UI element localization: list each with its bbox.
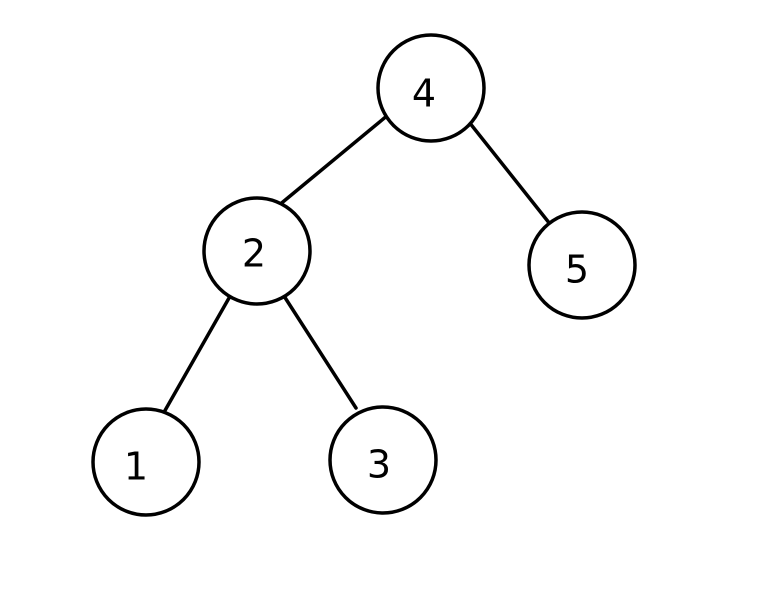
node-label-5: 5	[565, 248, 589, 292]
node-label-4: 4	[412, 72, 436, 116]
node-label-3: 3	[367, 443, 391, 487]
edge-2-3	[282, 294, 358, 410]
node-circle-1	[91, 407, 201, 517]
nodes-layer: 4 2 5 1 3	[91, 33, 637, 517]
node-circle-4	[376, 33, 486, 143]
edge-4-5	[467, 120, 552, 226]
node-label-2: 2	[242, 232, 266, 276]
tree-node-3: 3	[328, 405, 438, 515]
edges-layer	[161, 113, 552, 416]
edge-4-2	[276, 113, 390, 208]
tree-node-1: 1	[91, 407, 201, 517]
tree-node-2: 2	[202, 196, 312, 306]
node-circle-3	[328, 405, 438, 515]
edge-2-1	[161, 289, 235, 416]
node-circle-5	[527, 210, 637, 320]
tree-node-5: 5	[527, 210, 637, 320]
node-circle-2	[202, 196, 312, 306]
node-label-1: 1	[124, 445, 148, 489]
tree-node-4: 4	[376, 33, 486, 143]
